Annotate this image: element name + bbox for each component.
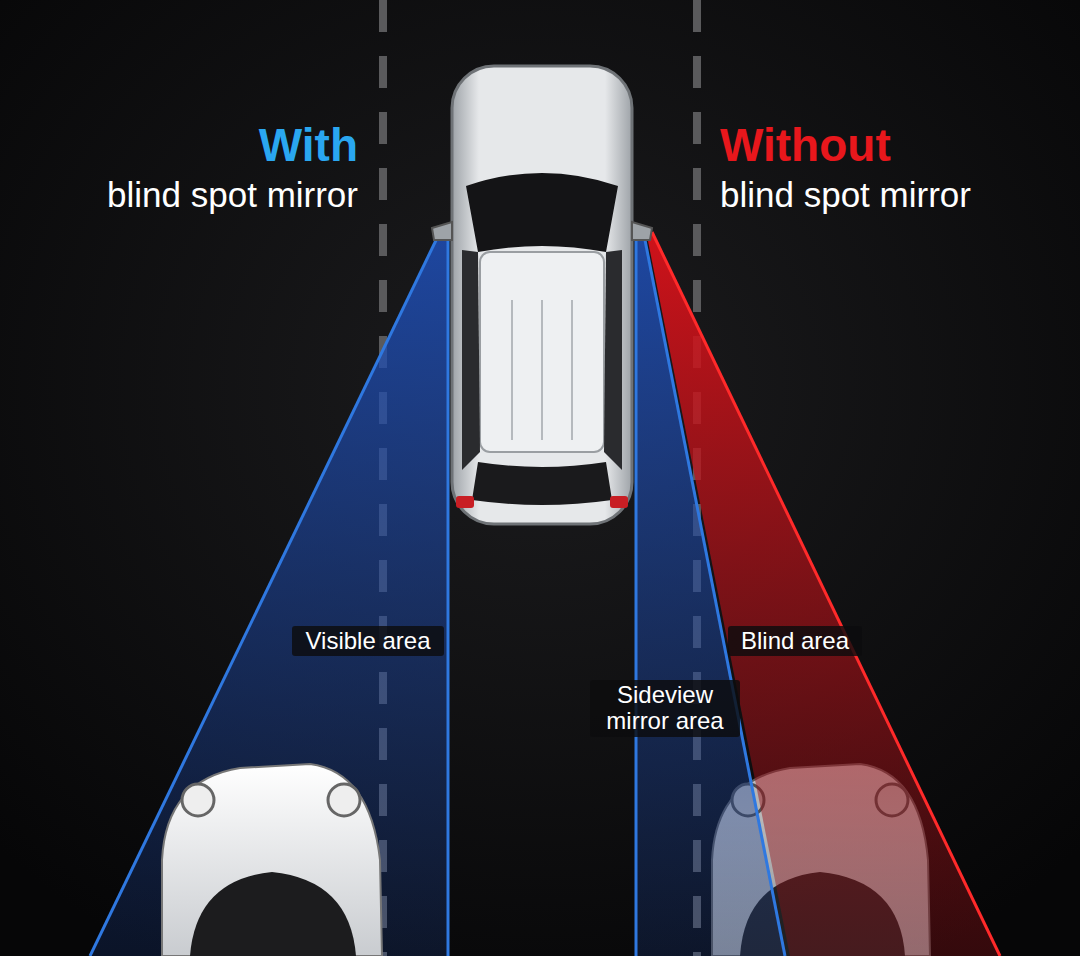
blind-area-beam [647, 232, 1000, 956]
area-label: Sideview mirror area [590, 680, 740, 737]
visible-area-beam [90, 232, 448, 956]
heading-without: Without [720, 120, 1070, 171]
area-label: Visible area [292, 626, 444, 656]
heading-with: With [30, 120, 358, 171]
following-car-left [162, 764, 382, 956]
area-label: Blind area [728, 626, 862, 656]
heading-subtitle: blind spot mirror [720, 176, 1070, 215]
beam-edge [447, 240, 450, 956]
main-car [432, 66, 652, 524]
beam-edge [90, 232, 440, 956]
beam-edge [635, 240, 638, 956]
heading-subtitle: blind spot mirror [30, 176, 358, 215]
beam-edge [652, 232, 1000, 956]
